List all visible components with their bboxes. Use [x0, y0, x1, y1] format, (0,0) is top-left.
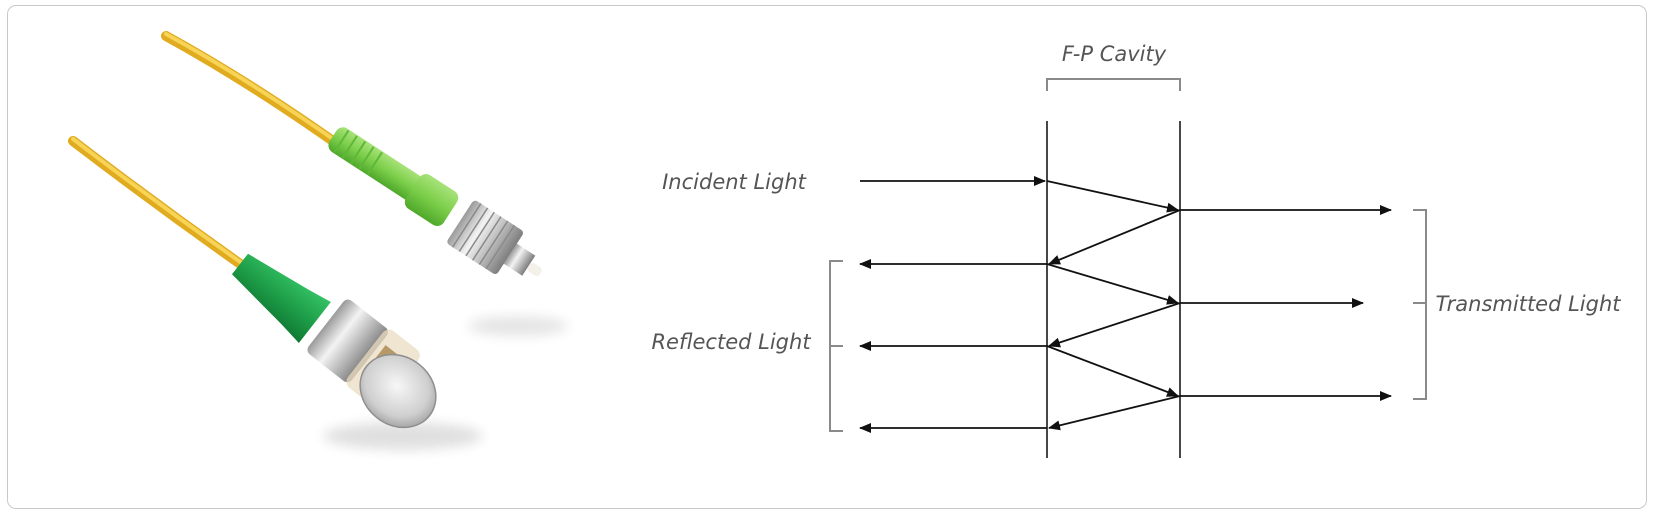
upper-connector-boot — [328, 127, 459, 226]
cavity-bracket — [1046, 78, 1181, 91]
reflected-bracket — [829, 260, 843, 432]
fc-connector — [447, 200, 542, 276]
transmitted-label: Transmitted Light — [1435, 292, 1621, 316]
fiber-sensor-photo — [68, 31, 568, 450]
transmitted-bracket — [1413, 209, 1427, 400]
cavity-ray-1 — [1046, 180, 1179, 213]
reflected-label: Reflected Light — [651, 330, 811, 354]
sensor-diaphragm — [359, 353, 437, 429]
fp-cavity-diagram: F-P Cavity Incident Light — [651, 42, 1621, 458]
cavity-ray-2 — [1048, 209, 1181, 265]
cavity-ray-5 — [1046, 345, 1179, 397]
incident-label: Incident Light — [662, 170, 807, 194]
cavity-ray-4 — [1048, 302, 1181, 348]
cavity-label: F-P Cavity — [1062, 42, 1167, 66]
cavity-ray-6 — [1048, 395, 1181, 431]
cavity-ray-3 — [1046, 263, 1179, 305]
sensor-boot — [231, 253, 331, 343]
figure-frame: F-P Cavity Incident Light — [7, 5, 1647, 509]
